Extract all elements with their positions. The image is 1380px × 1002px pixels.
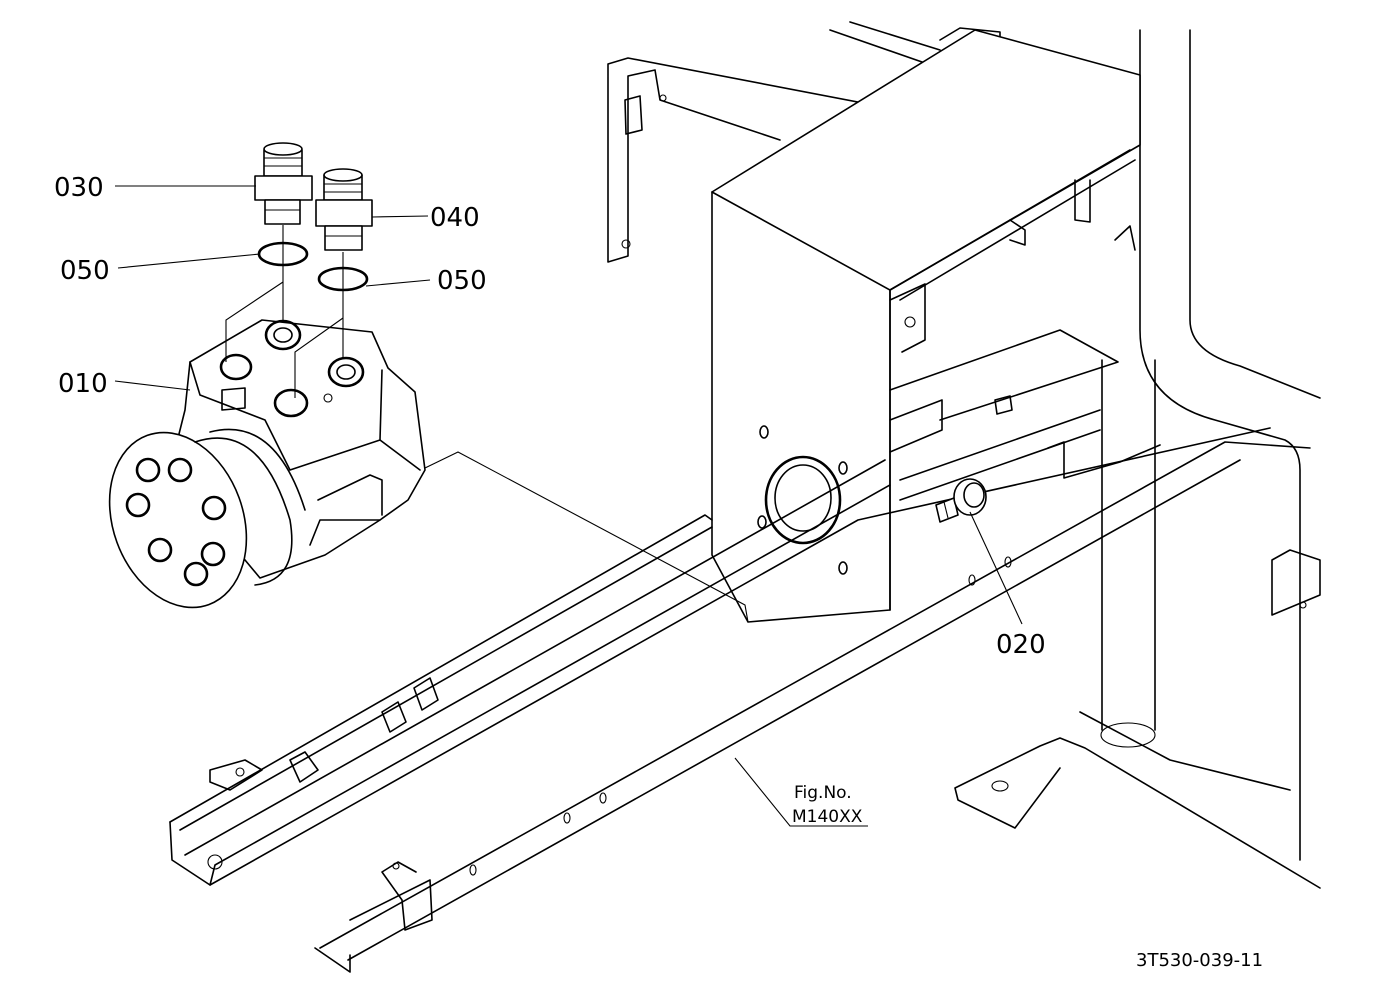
fig-ref-number: M140XX — [792, 807, 863, 827]
callout-050-left: 050 — [60, 256, 110, 286]
leader-lines — [114, 185, 1023, 827]
callout-050-right: 050 — [437, 266, 487, 296]
callout-030: 030 — [54, 173, 104, 203]
callout-010: 010 — [58, 369, 108, 399]
callout-020: 020 — [996, 630, 1046, 660]
drawing-number: 3T530-039-11 — [1136, 950, 1263, 971]
fig-ref-label: Fig.No. — [794, 783, 852, 803]
foot-bracket — [954, 711, 1321, 889]
callout-040: 040 — [430, 203, 480, 233]
bolt-020 — [935, 478, 987, 523]
frame-rails — [169, 427, 1321, 973]
upper-bracket — [607, 21, 1001, 263]
fitting-040 — [315, 168, 373, 251]
frame-pipe — [1100, 29, 1321, 861]
mount-box — [711, 29, 1161, 623]
exploded-view-lines — [225, 225, 749, 623]
fitting-030 — [254, 142, 313, 225]
steering-unit — [108, 319, 426, 609]
